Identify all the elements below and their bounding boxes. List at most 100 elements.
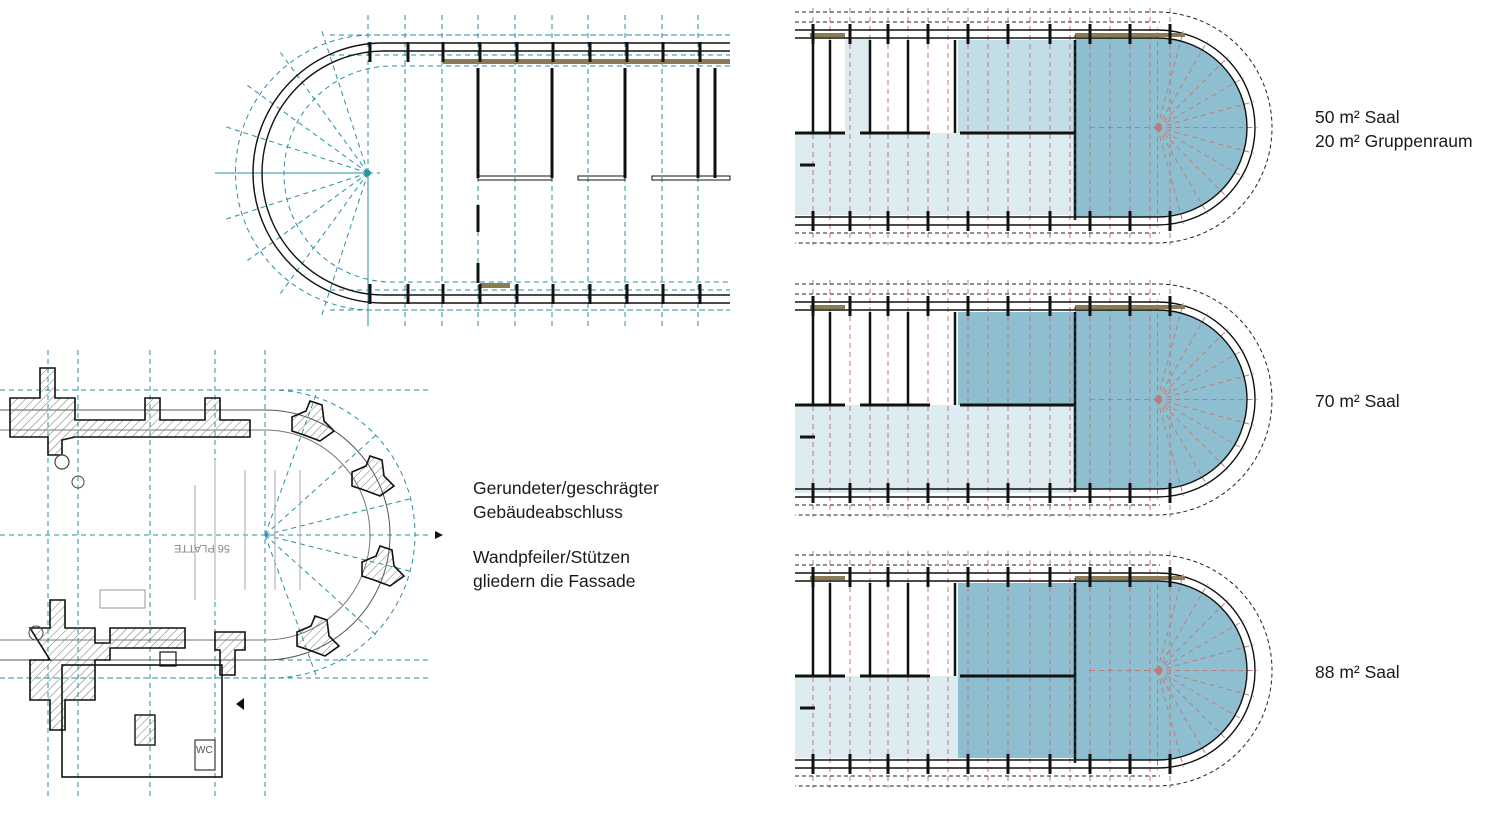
grid-radial-line bbox=[225, 172, 369, 220]
wall-pillar bbox=[1006, 567, 1010, 587]
grid-radial-line bbox=[279, 172, 369, 295]
wall-pillar bbox=[811, 754, 815, 774]
wall-pillar bbox=[1128, 483, 1132, 503]
wall-pillar bbox=[966, 211, 970, 231]
sketch-axis-marker bbox=[435, 531, 443, 539]
wall-pillar bbox=[515, 42, 519, 62]
wall-pillar bbox=[926, 24, 930, 44]
variant-plan-3 bbox=[795, 551, 1273, 788]
wall-pillar bbox=[406, 284, 410, 304]
grid-radial-line bbox=[246, 172, 369, 262]
wall-pillar bbox=[661, 42, 665, 62]
wall-pillar bbox=[588, 42, 592, 62]
interior-wall bbox=[477, 175, 553, 181]
annotation-pillars: Wandpfeiler/Stützen gliedern die Fassade bbox=[473, 545, 635, 593]
wall-pillar bbox=[886, 567, 890, 587]
sketch-pier bbox=[351, 455, 396, 497]
grid-radial-line bbox=[1157, 127, 1255, 154]
sketch-symbol-circle bbox=[71, 475, 85, 489]
outer-wall-line bbox=[795, 301, 1256, 498]
wall-pillar bbox=[886, 211, 890, 231]
grid-radial-line bbox=[1157, 127, 1184, 225]
grid-radial-line bbox=[321, 30, 369, 174]
grid-outer-arc bbox=[795, 283, 1273, 516]
wall-pillar bbox=[886, 483, 890, 503]
grid-radial-line bbox=[1157, 583, 1208, 671]
grid-radial-line bbox=[264, 534, 317, 677]
sketch-wc-fixture bbox=[194, 739, 216, 771]
grid-radial-line bbox=[264, 434, 377, 536]
grid-radial-line bbox=[1157, 670, 1245, 721]
inner-wall-line bbox=[795, 309, 1248, 490]
annotation-rounded-line1: Gerundeter/geschrägter bbox=[473, 478, 659, 498]
grid-center-point bbox=[1154, 124, 1161, 131]
variant-label-3-line1: 88 m² Saal bbox=[1315, 662, 1400, 682]
wall-pillar bbox=[661, 284, 665, 304]
wall-pillar bbox=[1088, 483, 1092, 503]
wall-pillar bbox=[966, 754, 970, 774]
wall-pillar bbox=[1088, 754, 1092, 774]
wall-pillar bbox=[1168, 754, 1172, 774]
wall-pillar bbox=[966, 24, 970, 44]
sketch-top-wall bbox=[9, 367, 251, 456]
wall-pillar bbox=[1048, 483, 1052, 503]
wall-pillar bbox=[848, 483, 852, 503]
variant-plan-2 bbox=[795, 280, 1273, 517]
grid-radial-line bbox=[1157, 77, 1245, 128]
sketch-entrance-arrow bbox=[236, 698, 244, 710]
interior-wall bbox=[651, 175, 731, 181]
grid-radial-line bbox=[264, 498, 411, 536]
grid-radial-line bbox=[1157, 127, 1245, 178]
variant-label-3: 88 m² Saal bbox=[1315, 660, 1400, 684]
sketch-symbol-circle bbox=[28, 625, 44, 641]
grid-radial-line bbox=[1157, 312, 1208, 400]
grid-radial-line bbox=[1157, 599, 1229, 671]
wall-pillar bbox=[1168, 567, 1172, 587]
wall-pillar bbox=[1048, 754, 1052, 774]
grid-radial-line bbox=[1157, 399, 1245, 450]
wall-pillar bbox=[926, 754, 930, 774]
plan-rounded-end bbox=[215, 15, 731, 328]
room-area bbox=[795, 676, 960, 758]
grid-radial-line bbox=[1157, 670, 1255, 697]
grid-radial-line bbox=[1157, 670, 1184, 768]
grid-radial-line bbox=[1157, 30, 1184, 128]
grid-radial-line bbox=[1157, 127, 1208, 215]
wall-fill-band bbox=[810, 33, 845, 37]
variant-label-1-line2: 20 m² Gruppenraum bbox=[1315, 131, 1473, 151]
wall-pillar bbox=[1128, 211, 1132, 231]
wall-pillar bbox=[1048, 211, 1052, 231]
wall-fill-band bbox=[443, 59, 730, 64]
wall-pillar bbox=[441, 284, 445, 304]
grid-radial-line bbox=[1157, 670, 1229, 742]
wall-pillar bbox=[1048, 567, 1052, 587]
outer-wall-line bbox=[795, 29, 1256, 226]
sketch-label-platte: 56 PLATTE bbox=[174, 542, 230, 554]
sketch-pier bbox=[361, 545, 406, 587]
wall-fill-band bbox=[810, 305, 845, 309]
wall-pillar bbox=[966, 296, 970, 316]
wall-pillar bbox=[926, 567, 930, 587]
wall-pillar bbox=[966, 483, 970, 503]
wall-pillar bbox=[625, 284, 629, 304]
outer-wall-line bbox=[252, 42, 730, 304]
wall-pillar bbox=[1006, 754, 1010, 774]
wall-pillar bbox=[1168, 24, 1172, 44]
grid-radial-line bbox=[1157, 349, 1245, 400]
wall-pillar bbox=[698, 42, 702, 62]
wall-pillar bbox=[1048, 24, 1052, 44]
wall-fill-band bbox=[810, 576, 845, 580]
wall-pillar bbox=[551, 42, 555, 62]
grid-center-point bbox=[1154, 667, 1161, 674]
wall-pillar bbox=[1088, 567, 1092, 587]
grid-radial-line bbox=[246, 84, 369, 174]
wall-pillar bbox=[848, 754, 852, 774]
wall-pillar bbox=[588, 284, 592, 304]
inner-wall-line bbox=[261, 50, 730, 296]
wall-pillar bbox=[1006, 296, 1010, 316]
annotation-rounded-end: Gerundeter/geschrägter Gebäudeabschluss bbox=[473, 476, 659, 524]
wall-pillar bbox=[811, 483, 815, 503]
wall-pillar bbox=[886, 24, 890, 44]
grid-center-point bbox=[365, 170, 371, 176]
